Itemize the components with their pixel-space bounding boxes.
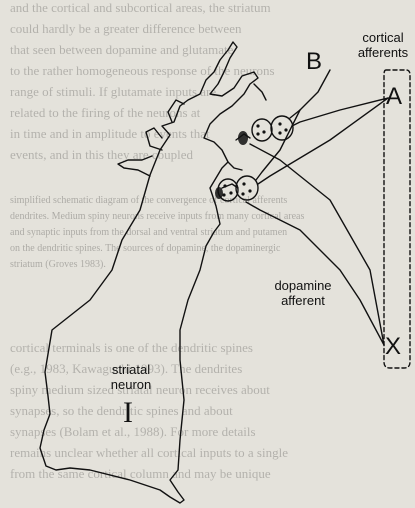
cortical-terminal-a-upper bbox=[271, 116, 293, 140]
axon-a-upper bbox=[292, 98, 388, 126]
cortical-afferents-label-line2: afferents bbox=[355, 45, 411, 60]
dendrite-branch bbox=[146, 128, 162, 150]
cortical-afferents-box bbox=[384, 70, 410, 368]
cortical-afferents-label-line1: cortical bbox=[355, 30, 411, 45]
dopamine-terminal bbox=[238, 131, 248, 145]
axon-b bbox=[290, 70, 330, 118]
dopamine-afferent-label-line1: dopamine bbox=[256, 278, 350, 293]
dopamine-axon bbox=[246, 202, 384, 345]
cortical-afferents-label: cortical afferents bbox=[355, 30, 411, 60]
striatal-neuron-label-line2: neuron bbox=[96, 377, 166, 392]
dopamine-terminal-lower bbox=[215, 187, 223, 199]
axon-a-lower bbox=[258, 98, 388, 184]
label-b: B bbox=[306, 50, 322, 74]
dopamine-afferent-label-line2: afferent bbox=[256, 293, 350, 308]
label-x: X bbox=[385, 335, 401, 359]
dendritic-spine bbox=[228, 162, 242, 170]
dopamine-axon-branch bbox=[250, 144, 384, 345]
striatal-neuron-label-line1: striatal bbox=[96, 362, 166, 377]
dopamine-afferent-label: dopamine afferent bbox=[256, 278, 350, 308]
striatal-neuron-label: striatal neuron bbox=[96, 362, 166, 392]
label-a: A bbox=[386, 85, 402, 109]
dendritic-spine bbox=[254, 84, 266, 100]
cortical-terminal-b bbox=[252, 119, 272, 141]
axon-b-branch bbox=[256, 110, 300, 180]
label-i: I bbox=[123, 398, 133, 428]
striatal-neuron-outline bbox=[40, 42, 258, 503]
cortical-terminal-a-lower bbox=[236, 176, 258, 200]
dendrite-branch bbox=[168, 100, 184, 122]
dendrite-branch bbox=[118, 156, 152, 176]
